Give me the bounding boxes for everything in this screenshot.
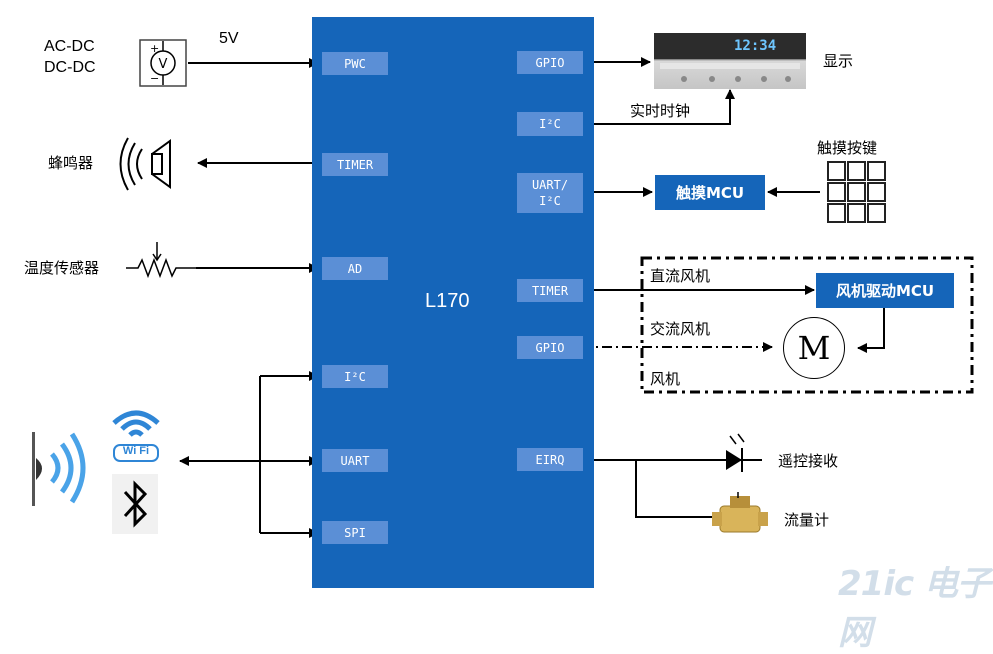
- fan-mcu-box: 风机驱动MCU: [816, 273, 954, 308]
- wireless-signal-icon: [32, 432, 86, 506]
- keypad-icon: [827, 161, 886, 223]
- power-ac-label: AC-DC: [44, 38, 95, 55]
- pin-uart-i2c-line2: I²C: [539, 194, 561, 208]
- pin-eirq: EIRQ: [517, 448, 583, 471]
- power-dc-label: DC-DC: [44, 59, 96, 76]
- fan-label: 风机: [650, 370, 681, 388]
- watermark: 21ic 电子网: [838, 564, 991, 653]
- pin-uart-left: UART: [322, 449, 388, 472]
- pin-i2c-left: I²C: [322, 365, 388, 388]
- display-panel-icon: [654, 33, 806, 89]
- display-time: 12:34: [734, 38, 777, 54]
- buzzer-label: 蜂鸣器: [48, 154, 94, 172]
- wifi-text: Wi Fi: [122, 445, 150, 457]
- connection-wires: [179, 57, 974, 538]
- svg-text:V: V: [159, 57, 168, 72]
- motor-icon: M: [783, 317, 845, 379]
- pin-timer-right: TIMER: [517, 279, 583, 302]
- voltage-label: 5V: [219, 30, 239, 47]
- dc-fan-label: 直流风机: [650, 267, 711, 285]
- touch-keys-label: 触摸按键: [817, 139, 878, 157]
- pin-gpio-top: GPIO: [517, 51, 583, 74]
- pin-i2c-right: I²C: [517, 112, 583, 136]
- mcu-name: L170: [425, 290, 470, 312]
- display-label: 显示: [823, 52, 854, 70]
- thermistor-icon: [126, 242, 196, 279]
- wifi-icon: [112, 410, 160, 462]
- pin-pwc: PWC: [322, 52, 388, 75]
- pin-ad: AD: [322, 257, 388, 280]
- flowmeter-icon: [712, 492, 768, 533]
- temp-sensor-label: 温度传感器: [24, 259, 100, 277]
- speaker-icon: [119, 137, 171, 191]
- svg-text:−: −: [150, 72, 159, 85]
- ir-receiver-diode-icon: [700, 433, 762, 472]
- bluetooth-icon: [112, 474, 158, 534]
- svg-text:+: +: [150, 42, 159, 55]
- pin-uart-i2c-line1: UART/: [531, 178, 569, 192]
- voltmeter-icon: V + −: [139, 39, 187, 87]
- pin-spi: SPI: [322, 521, 388, 544]
- pin-timer-left: TIMER: [322, 153, 388, 176]
- flowmeter-label: 流量计: [784, 511, 830, 529]
- touch-mcu-box: 触摸MCU: [655, 175, 765, 210]
- rtc-label: 实时时钟: [630, 102, 691, 120]
- pin-uart-i2c: UART/ I²C: [517, 173, 583, 213]
- remote-label: 遥控接收: [778, 452, 839, 470]
- ac-fan-label: 交流风机: [650, 320, 711, 338]
- pin-gpio-fan: GPIO: [517, 336, 583, 359]
